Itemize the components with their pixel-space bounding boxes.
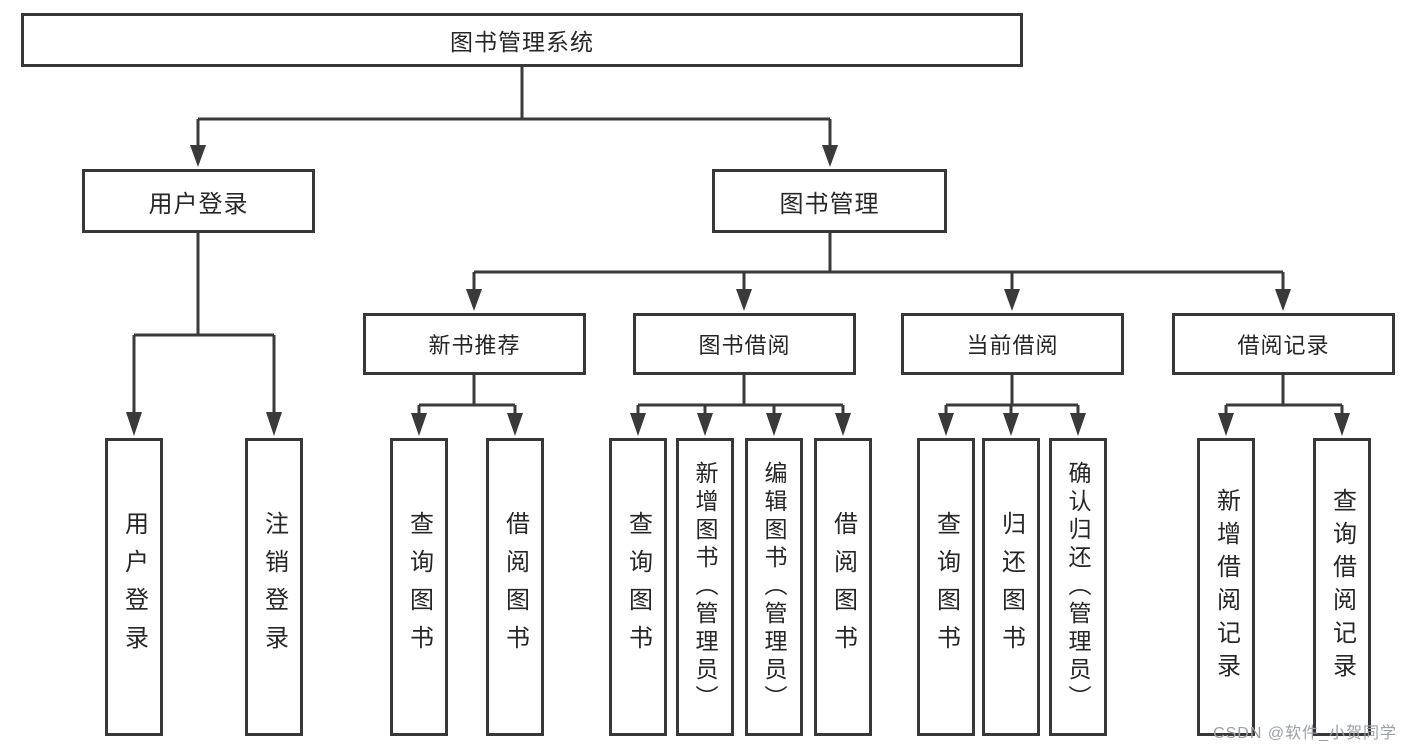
node-leaf-query-book-1-label: 查询图书 xyxy=(405,511,433,663)
node-user-login-branch: 用户登录 xyxy=(82,169,315,233)
csdn-watermark: CSDN @软件_小贺同学 xyxy=(1213,719,1397,743)
node-leaf-add-borrow-record-label: 新增借阅记录 xyxy=(1212,488,1240,686)
node-leaf-query-book-1: 查询图书 xyxy=(390,438,448,736)
node-leaf-add-book-admin-label: 新增图书（管理员） xyxy=(692,461,718,713)
connector-book-borrow-children xyxy=(630,375,851,436)
node-book-borrow-label: 图书借阅 xyxy=(698,333,791,358)
node-book-management-branch-label: 图书管理 xyxy=(779,190,880,218)
node-book-management-branch: 图书管理 xyxy=(712,169,947,233)
node-leaf-query-book-3-label: 查询图书 xyxy=(932,511,960,663)
node-leaf-return-book-label: 归还图书 xyxy=(997,511,1025,663)
node-leaf-add-borrow-record: 新增借阅记录 xyxy=(1197,438,1255,736)
node-leaf-return-book: 归还图书 xyxy=(982,438,1040,736)
node-leaf-query-borrow-record: 查询借阅记录 xyxy=(1313,438,1371,736)
node-leaf-query-book-2: 查询图书 xyxy=(609,438,667,736)
connector-borrow-record-children xyxy=(1218,375,1350,436)
node-root-system: 图书管理系统 xyxy=(21,13,1023,67)
csdn-watermark-text: CSDN @软件_小贺同学 xyxy=(1213,725,1397,742)
node-leaf-user-login: 用户登录 xyxy=(105,438,163,736)
connector-root-to-branches xyxy=(190,65,838,167)
node-leaf-query-book-2-label: 查询图书 xyxy=(624,511,652,663)
node-leaf-borrow-book-2-label: 借阅图书 xyxy=(829,511,857,663)
node-leaf-logout-label: 注销登录 xyxy=(260,511,288,663)
node-current-borrow: 当前借阅 xyxy=(901,313,1124,375)
connector-book-management-modules xyxy=(466,233,1291,311)
node-leaf-edit-book-admin-label: 编辑图书（管理员） xyxy=(761,461,787,713)
node-current-borrow-label: 当前借阅 xyxy=(966,333,1059,358)
node-new-book-recommend-label: 新书推荐 xyxy=(428,333,521,358)
node-leaf-borrow-book-1-label: 借阅图书 xyxy=(501,511,529,663)
node-book-borrow: 图书借阅 xyxy=(633,313,856,375)
node-leaf-borrow-book-2: 借阅图书 xyxy=(814,438,872,736)
node-leaf-borrow-book-1: 借阅图书 xyxy=(486,438,544,736)
node-new-book-recommend: 新书推荐 xyxy=(363,313,586,375)
node-leaf-edit-book-admin: 编辑图书（管理员） xyxy=(745,438,803,736)
node-leaf-user-login-label: 用户登录 xyxy=(120,511,148,663)
node-user-login-branch-label: 用户登录 xyxy=(148,190,249,218)
node-borrow-record: 借阅记录 xyxy=(1172,313,1395,375)
node-leaf-query-borrow-record-label: 查询借阅记录 xyxy=(1328,488,1356,686)
node-leaf-logout: 注销登录 xyxy=(245,438,303,736)
node-leaf-add-book-admin: 新增图书（管理员） xyxy=(676,438,734,736)
node-borrow-record-label: 借阅记录 xyxy=(1237,333,1330,358)
connector-new-book-children xyxy=(411,375,523,436)
node-root-system-label: 图书管理系统 xyxy=(450,29,594,55)
node-leaf-confirm-return-admin: 确认归还（管理员） xyxy=(1049,438,1107,736)
node-leaf-confirm-return-admin-label: 确认归还（管理员） xyxy=(1065,461,1091,713)
node-leaf-query-book-3: 查询图书 xyxy=(917,438,975,736)
connector-current-borrow-children xyxy=(938,375,1086,436)
connector-user-login-children xyxy=(126,233,282,436)
